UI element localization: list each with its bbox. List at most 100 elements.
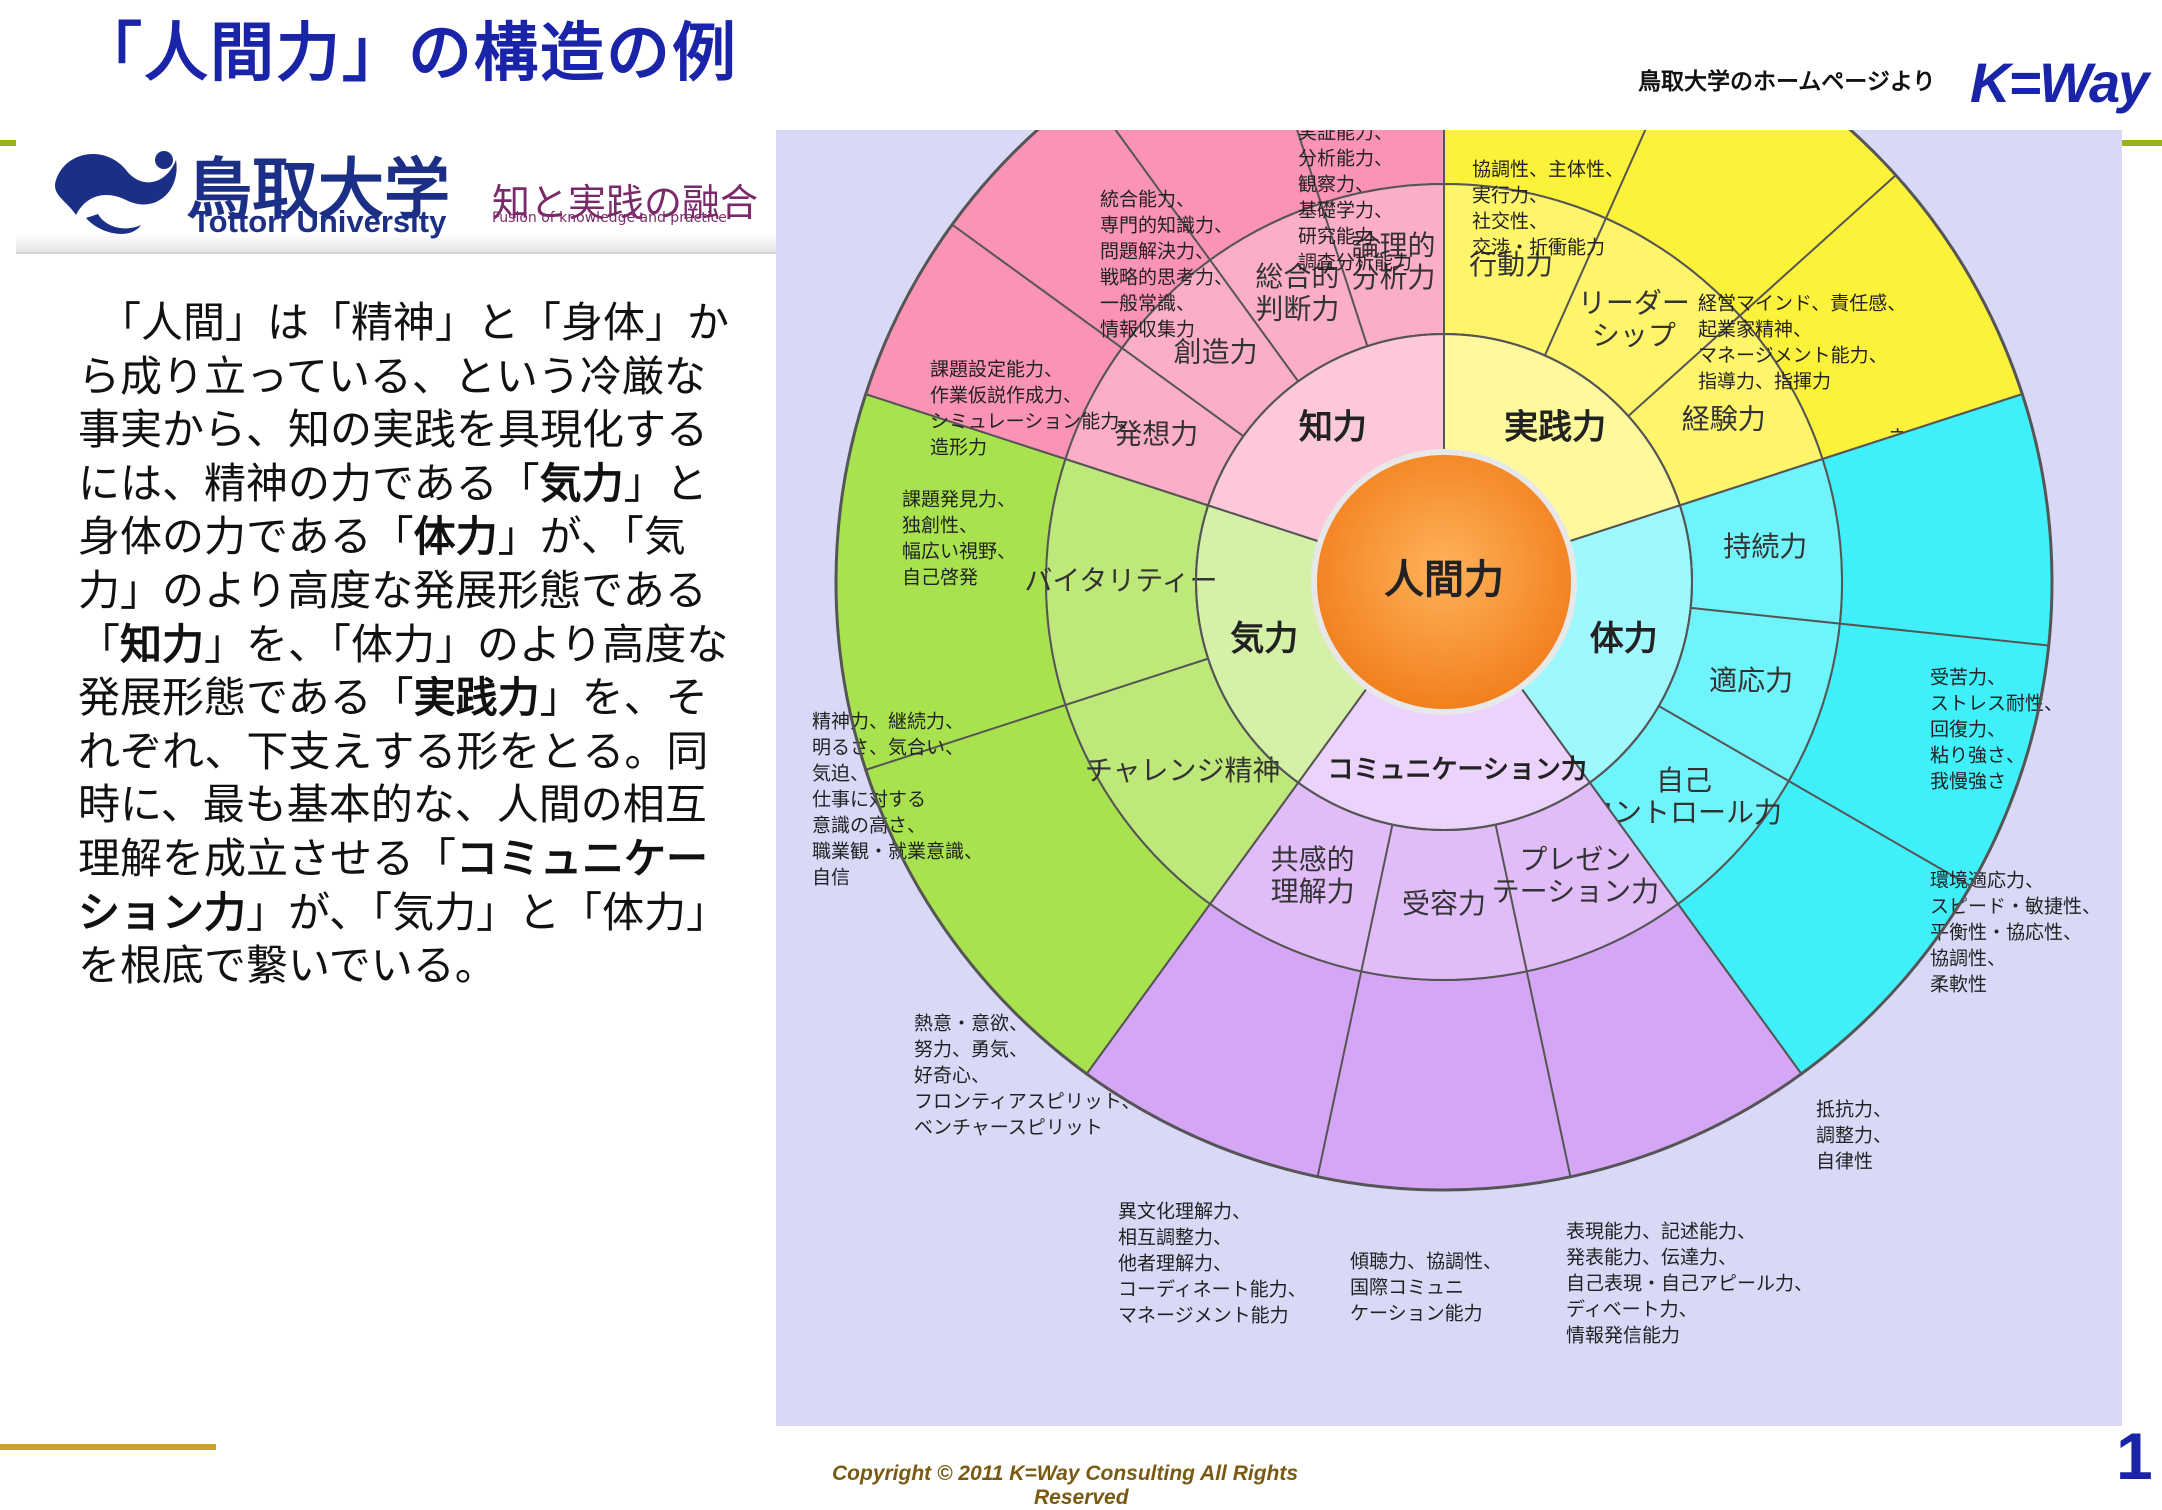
ability-item-text: 実行力、 <box>1472 185 1548 207</box>
ability-item-text: 実証能力、 <box>1298 130 1393 144</box>
ability-label: プレゼン <box>1519 843 1631 876</box>
ability-item-text: 精神力、継続力、 <box>812 711 964 733</box>
wheel-inner-border <box>1195 333 1693 831</box>
ability-label: 創造力 <box>1174 336 1258 369</box>
ability-item-text: フロンティアスピリット、 <box>914 1091 1140 1113</box>
ability-divider-line <box>1627 174 1897 417</box>
ability-item-text: 独創性、 <box>902 515 978 537</box>
slide-title: 「人間力」の構造の例 <box>78 17 738 91</box>
ability-item-text: 調査分析能力 <box>1298 252 1412 274</box>
ability-item-text: シミュレーション能力、 <box>930 411 1138 433</box>
footer-accent-bar <box>0 1444 216 1450</box>
ability-item-text: 粘り強さ、 <box>1930 745 2025 767</box>
ability-label: 発想力 <box>1114 417 1198 450</box>
sector-label: 知力 <box>1299 408 1367 448</box>
ability-item-text: 異文化理解力、 <box>1118 1201 1251 1223</box>
motto-en: Fusion of knowledge and practice <box>492 210 727 226</box>
ability-item-text: 戦略的思考力、 <box>1100 267 1233 289</box>
ability-divider-line <box>1690 606 2049 647</box>
ability-item-text: 交渉・折衝能力 <box>1472 237 1605 259</box>
ability-item-text: 課題設定能力、 <box>930 359 1063 381</box>
ability-item-text: 我慢強さ <box>1930 771 2006 793</box>
ability-label: 判断力 <box>1255 292 1339 325</box>
ability-item-text: 幅広い視野、 <box>902 541 1016 563</box>
ability-item-text: 国際コミュニ <box>1350 1277 1464 1299</box>
ability-label: 総合的 <box>1255 260 1339 293</box>
ability-divider-line <box>1658 705 1972 887</box>
ability-item-text: 平衡性・協応性、 <box>1930 922 2082 944</box>
ability-item-text: 回復力、 <box>1930 719 2006 741</box>
sector-label: 体力 <box>1590 619 1658 659</box>
motto-ja: 知と実践の融合 <box>492 181 759 225</box>
ability-item-text: 起業家精神、 <box>1698 319 1812 341</box>
page-number: 1 <box>2116 1419 2153 1493</box>
body-text-run: 「人間」は「精神」と「身体」から成り立っている、という冷厳な事実から、知の実践を… <box>78 298 730 508</box>
body-emphasis: コミュニケーション力 <box>78 833 709 937</box>
ability-item-text: 好奇心、 <box>914 1065 990 1087</box>
ability-label: 適応力 <box>1709 664 1793 697</box>
ability-item-text: 自己啓発 <box>902 567 978 589</box>
ability-item-text: マネージメント能力、 <box>1698 345 1888 367</box>
ability-label: 受容力 <box>1402 887 1486 920</box>
ability-item-text: 観察力、 <box>1298 174 1374 196</box>
body-text-run: 」が、「気力」のより高度な発展形態である「 <box>78 512 707 669</box>
ningenryoku-wheel-diagram: 実践力行動力協調性、主体性、実行力、社交性、交渉・折衝能力リーダーシップ経営マイ… <box>812 130 2101 1347</box>
ability-item-text: 経営マインド、責任感、 <box>1698 293 1906 315</box>
ability-label: リーダー <box>1578 287 1690 320</box>
source-note: 鳥取大学のホームページより <box>1638 69 1936 95</box>
ability-item-text: 分析能力、 <box>1298 148 1393 170</box>
body-emphasis: 体力 <box>413 512 498 562</box>
ability-divider-line <box>1316 824 1394 1177</box>
ability-item-text: 研究能力、 <box>1298 226 1393 248</box>
ability-label: 論理的 <box>1351 229 1435 262</box>
brand-logo: K=Way <box>1970 51 2149 114</box>
ability-divider-line <box>951 223 1244 438</box>
ability-item-text: 自信 <box>812 867 850 889</box>
ability-divider-line <box>1296 130 1369 347</box>
ability-item-text: 環境適応力、 <box>1930 870 2044 892</box>
ability-item-text: 統合能力、 <box>1100 189 1195 211</box>
ability-item-text: 協調性、 <box>1930 948 2006 970</box>
wheel-outer-border <box>834 130 2054 1192</box>
ability-item-text: スピード・敏捷性、 <box>1930 896 2101 918</box>
ability-item-text: 表現能力、記述能力、 <box>1566 1221 1756 1243</box>
university-name-ja: 鳥取大学 <box>186 151 450 228</box>
ability-item-text: 情報収集力 <box>1100 319 1195 341</box>
ability-item-text: 気迫、 <box>812 763 869 785</box>
body-text-run: 」を、「体力」のより高度な発展形態である「 <box>78 619 729 723</box>
ability-item-text: 自己表現・自己アピール力、 <box>1566 1273 1813 1295</box>
ability-item-text: 傾聴力、協調性、 <box>1350 1251 1502 1273</box>
center-circle <box>1311 449 1577 715</box>
ability-item-text: 他者理解力、 <box>1118 1253 1232 1275</box>
ability-item-text: ストレス耐性、 <box>1930 693 2063 715</box>
ability-divider-line <box>865 657 1209 771</box>
ability-label: 経験力 <box>1682 403 1766 436</box>
ability-item-text: 指導力、指揮力 <box>1698 371 1831 393</box>
ability-divider-line <box>1494 824 1572 1177</box>
sector-label: 実践力 <box>1504 408 1606 448</box>
ability-item-text: 一般常識、 <box>1100 293 1195 315</box>
ability-item-text: 明るさ、気合い、 <box>812 737 964 759</box>
sector-label: コミュニケーション力 <box>1327 755 1586 785</box>
ability-divider-line <box>1543 130 1647 356</box>
ability-item-text: 造形力 <box>930 437 987 459</box>
ability-label: 共感的 <box>1271 843 1355 876</box>
ability-item-text: 抵抗力、 <box>1816 1099 1892 1121</box>
ability-item-text: 柔軟性 <box>1930 974 1987 996</box>
ability-item-text: 専門的知識力、 <box>1100 215 1233 237</box>
ability-item-text: 仕事に対する <box>812 789 926 811</box>
copyright-line: Copyright © 2011 K=Way Consulting All Ri… <box>832 1462 1299 1485</box>
ability-label: 行動力 <box>1469 248 1553 281</box>
ability-item-text: 作業仮説作成力、 <box>930 385 1082 407</box>
ability-item-text: 熱意・意欲、 <box>914 1013 1028 1035</box>
university-emblem-icon <box>55 151 177 234</box>
ability-item-text: 受苦力、 <box>1930 667 2006 689</box>
description-paragraph: 「人間」は「精神」と「身体」から成り立っている、という冷厳な事実から、知の実践を… <box>78 296 738 993</box>
ability-item-text: 発表能力、伝達力、 <box>1566 1247 1737 1269</box>
ability-label: 分析力 <box>1351 261 1435 294</box>
copyright-line-2: Reserved <box>1034 1486 1129 1509</box>
ability-item-text: 調整力、 <box>1816 1125 1892 1147</box>
sector-label: 気力 <box>1230 619 1298 659</box>
ability-item-text: 意識の高さ、 <box>812 815 926 837</box>
university-name-en: Tottori University <box>192 204 447 239</box>
